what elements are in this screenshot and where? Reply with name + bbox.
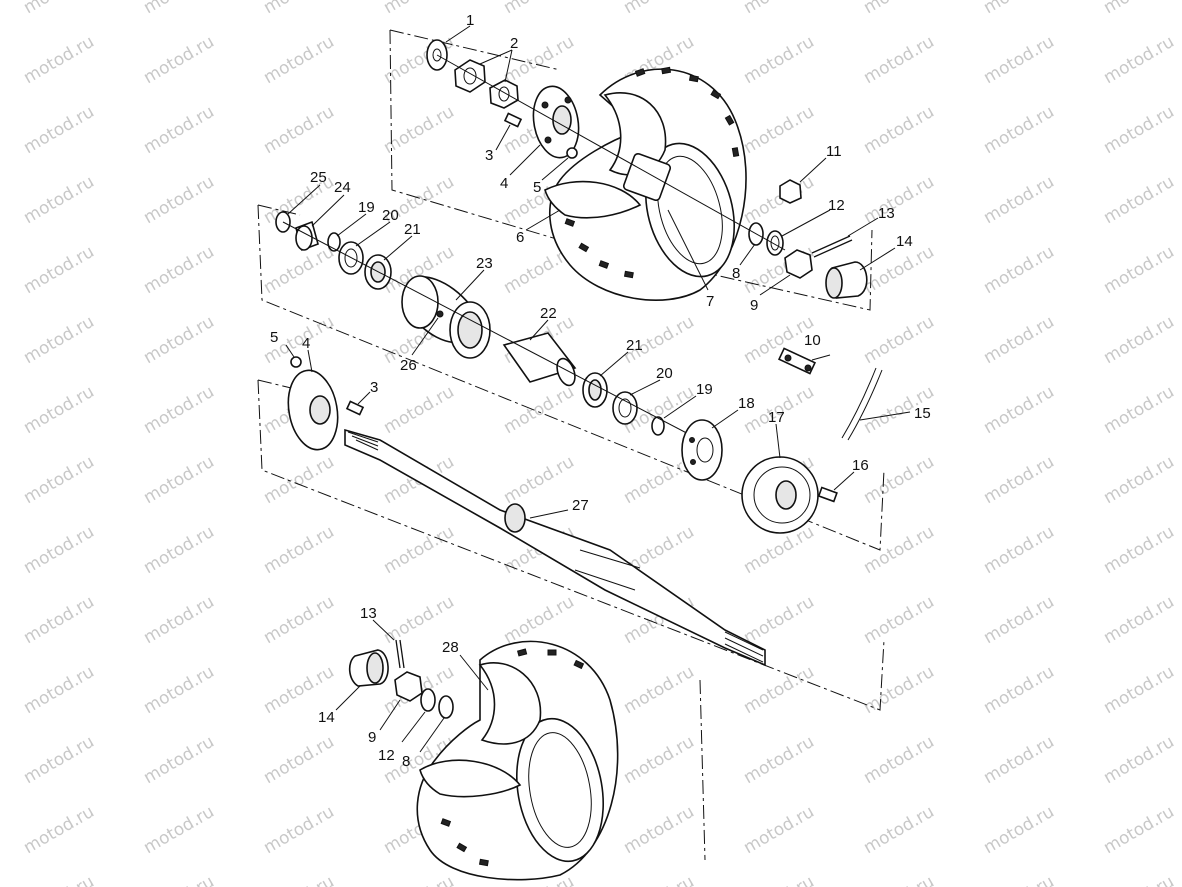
frame-bottom-wheel: [699, 679, 706, 861]
label-3-top: 3: [485, 147, 493, 164]
leader-lines: [285, 25, 911, 753]
part-13-cotter-pin-top: [811, 235, 853, 258]
label-28: 28: [442, 639, 459, 656]
bottom-tire-tread: [440, 648, 585, 867]
label-15: 15: [914, 405, 931, 422]
part-18-sprocket-hub: [681, 419, 723, 481]
part-15-chain: [841, 367, 883, 441]
label-2: 2: [510, 35, 518, 52]
label-4-top: 4: [500, 175, 508, 192]
label-19-top: 19: [358, 199, 375, 216]
part-20-seal-right: [612, 391, 638, 425]
label-3-mid: 3: [370, 379, 378, 396]
label-21-top: 21: [404, 221, 421, 238]
label-13-top: 13: [878, 205, 895, 222]
part-5-nut-top: [566, 147, 578, 159]
part-23-axle-housing: [401, 275, 491, 359]
part-10-chain-link: [777, 347, 817, 375]
part-24-spacer: [295, 220, 319, 252]
label-23: 23: [476, 255, 493, 272]
label-13-bottom: 13: [360, 605, 377, 622]
part-12-washer-bottom: [420, 688, 436, 712]
label-9-top: 9: [750, 297, 758, 314]
label-21-mid: 21: [626, 337, 643, 354]
label-20-top: 20: [382, 207, 399, 224]
label-18: 18: [738, 395, 755, 412]
part-17-sprocket: [741, 456, 819, 534]
part-4-hub-mid: [287, 369, 339, 451]
part-5-nut-mid: [290, 356, 302, 368]
label-22: 22: [540, 305, 557, 322]
label-8-top: 8: [732, 265, 740, 282]
part-14-cap-top: [825, 261, 868, 299]
top-tire-tread: [564, 66, 740, 279]
part-8-washer-bottom: [438, 695, 454, 719]
label-16: 16: [852, 457, 869, 474]
label-7: 7: [706, 293, 714, 310]
label-12-top: 12: [828, 197, 845, 214]
bottom-wheel-assembly: [416, 640, 619, 881]
label-1: 1: [466, 12, 474, 29]
part-13-cotter-pin-bottom: [395, 639, 405, 669]
label-19-mid: 19: [696, 381, 713, 398]
part-11-nut: [779, 179, 802, 204]
part-19-oring-right: [651, 416, 665, 436]
label-14-top: 14: [896, 233, 913, 250]
label-8-bottom: 8: [402, 753, 410, 770]
part-22-sleeve: [502, 332, 577, 387]
part-3-bolt-mid: [345, 400, 365, 416]
part-19-oring-left: [327, 232, 341, 252]
label-24: 24: [334, 179, 351, 196]
label-27: 27: [572, 497, 589, 514]
label-4-mid: 4: [302, 335, 310, 352]
label-5-mid: 5: [270, 329, 278, 346]
label-17: 17: [768, 409, 785, 426]
label-9-bottom: 9: [368, 729, 376, 746]
part-number-labels: 1 2 3 4 5 6 7 8 9 10 11 12 13 14 25 24 1…: [270, 12, 931, 770]
label-6: 6: [516, 229, 524, 246]
label-10: 10: [804, 332, 821, 349]
part-12-washer-top: [766, 230, 784, 256]
top-wheel-assembly: [544, 66, 747, 301]
label-26: 26: [400, 357, 417, 374]
frame-axle-housing: [257, 204, 885, 551]
label-25: 25: [310, 169, 327, 186]
label-14-bottom: 14: [318, 709, 335, 726]
part-14-cap-bottom: [348, 649, 389, 687]
label-11: 11: [826, 143, 842, 160]
label-20-mid: 20: [656, 365, 673, 382]
part-9-castle-nut-top: [784, 249, 813, 279]
part-9-castle-nut-bottom: [394, 671, 423, 702]
part-16-bolt: [817, 486, 838, 503]
part-27-axle-shaft: [344, 428, 766, 667]
label-5-top: 5: [533, 179, 541, 196]
part-3-bolt-top: [503, 112, 523, 128]
label-12-bottom: 12: [378, 747, 395, 764]
